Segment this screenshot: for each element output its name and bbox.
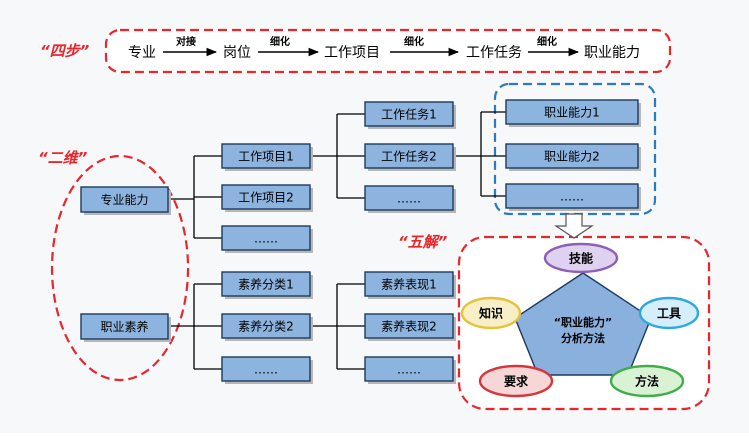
box-task-2-label: 工作任务2 [381, 149, 437, 164]
box-root-professional-quality-label: 职业素养 [100, 319, 148, 334]
box-project-3-label: …… [254, 232, 278, 246]
box-task-3: …… [364, 185, 456, 213]
pentagon-node-3-label: 方法 [635, 374, 659, 389]
pentagon-node-2-label: 工具 [657, 307, 681, 321]
four-steps-frame [104, 28, 672, 74]
pentagon-node-4-label: 要求 [504, 374, 529, 389]
box-ability-1: 职业能力1 [505, 99, 641, 127]
chain-node-ability: 职业能力 [584, 45, 640, 61]
down-arrow [554, 213, 594, 239]
box-task-2: 工作任务2 [364, 143, 456, 171]
box-manifest-2: 素养表现2 [364, 313, 456, 341]
box-category-2: 素养分类2 [221, 313, 313, 341]
pentagon-node-5: 知识 [460, 296, 522, 330]
pentagon-center-line1: “职业能力” [554, 315, 612, 329]
box-root-professional-ability: 专业能力 [80, 186, 171, 215]
box-project-2-label: 工作项目2 [238, 191, 294, 205]
box-ability-3-label: …… [560, 190, 584, 204]
chain-arrow-label-4: 细化 [537, 35, 557, 48]
box-ability-1-label: 职业能力1 [544, 106, 600, 120]
chain-node-post: 岗位 [223, 45, 251, 61]
two-dims-ellipse [50, 154, 190, 382]
box-manifest-3: …… [364, 356, 456, 384]
pentagon-center-line2: 分析方法 [561, 331, 605, 345]
box-manifest-3-label: …… [397, 363, 421, 377]
box-category-1: 素养分类1 [221, 271, 313, 299]
box-project-3: …… [221, 225, 313, 253]
box-manifest-1: 素养表现1 [364, 271, 456, 299]
box-project-1-label: 工作项目1 [238, 150, 294, 164]
five-parts-label: “五解” [398, 233, 448, 251]
box-category-3-label: …… [254, 363, 278, 377]
pentagon-node-1-label: 技能 [569, 251, 593, 266]
box-project-1: 工作项目1 [221, 143, 313, 171]
box-ability-2: 职业能力2 [505, 143, 641, 171]
chain-arrow-label-2: 细化 [270, 35, 290, 48]
box-task-3-label: …… [397, 192, 421, 206]
box-category-2-label: 素养分类2 [238, 319, 294, 334]
pentagon-node-4: 要求 [478, 364, 554, 398]
box-project-2: 工作项目2 [221, 184, 313, 212]
box-manifest-1-label: 素养表现1 [381, 277, 437, 292]
box-manifest-2-label: 素养表现2 [381, 319, 437, 334]
box-ability-2-label: 职业能力2 [544, 150, 600, 164]
chain-arrow-label-3: 细化 [404, 35, 424, 48]
two-dims-label: “二维” [38, 149, 88, 167]
pentagon-node-1: 技能 [543, 242, 619, 274]
four-steps-label: “四步” [40, 42, 90, 60]
chain-node-major: 专业 [128, 45, 156, 61]
tree-connectors [168, 111, 506, 370]
box-task-1: 工作任务1 [364, 101, 456, 129]
pentagon-node-2: 工具 [638, 296, 700, 330]
chain-arrow-label-1: 对接 [176, 35, 196, 48]
box-task-1-label: 工作任务1 [381, 107, 437, 122]
box-category-3: …… [221, 356, 313, 384]
box-root-professional-quality: 职业素养 [80, 313, 171, 342]
box-category-1-label: 素养分类1 [238, 277, 294, 292]
pentagon-node-5-label: 知识 [478, 306, 503, 321]
pentagon-node-3: 方法 [609, 364, 685, 398]
box-ability-3: …… [505, 183, 641, 211]
chain-node-task: 工作任务 [466, 45, 522, 61]
chain-node-project: 工作项目 [324, 45, 380, 61]
box-root-professional-ability-label: 专业能力 [100, 192, 148, 207]
